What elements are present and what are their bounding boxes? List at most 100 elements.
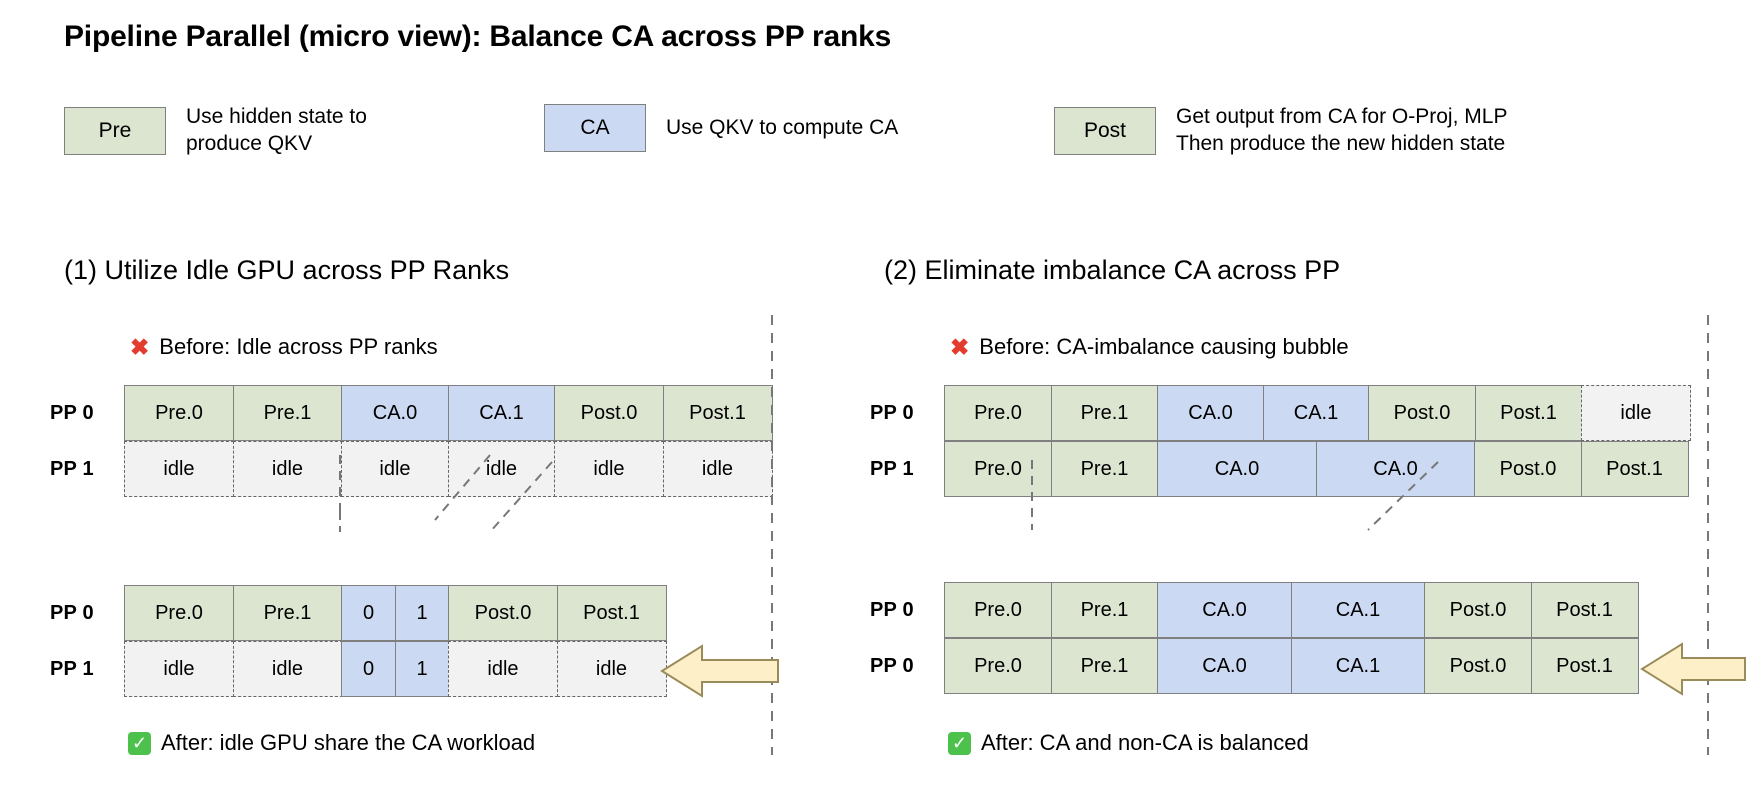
- arrow-icon: [1640, 642, 1746, 696]
- legend-desc-ca: Use QKV to compute CA: [666, 115, 899, 139]
- timeline-cell[interactable]: 0: [341, 641, 396, 697]
- timeline-cell[interactable]: Pre.1: [1050, 385, 1159, 441]
- timeline-cell[interactable]: idle: [554, 441, 664, 497]
- timeline-cells: Pre.0 Pre.1 CA.0 CA.1 Post.0 Post.1: [944, 638, 1639, 694]
- panel-2-after-timeline: PP 0 Pre.0 Pre.1 CA.0 CA.1 Post.0 Post.1…: [870, 582, 1639, 694]
- timeline-cell[interactable]: idle: [232, 641, 343, 697]
- timeline-cell[interactable]: Post.0: [1424, 638, 1532, 694]
- timeline-cell[interactable]: Pre.0: [124, 385, 234, 441]
- panel-1-before-timeline: PP 0 Pre.0 Pre.1 CA.0 CA.1 Post.0 Post.1…: [50, 385, 773, 497]
- timeline-cell[interactable]: idle: [448, 641, 558, 697]
- check-icon: ✓: [948, 731, 971, 755]
- timeline-row: PP 1 idle idle 0 1 idle idle: [50, 641, 667, 697]
- panel-1-guides: [339, 454, 491, 521]
- panel-1-emphasis-arrow: [660, 644, 779, 698]
- panel-2-emphasis-arrow: [1640, 642, 1746, 696]
- rank-label: PP 0: [870, 401, 914, 424]
- caption-text: After: CA and non-CA is balanced: [981, 730, 1309, 755]
- check-icon: ✓: [128, 731, 151, 755]
- rank-label: PP 1: [50, 657, 94, 680]
- timeline-cell[interactable]: CA.0: [1157, 385, 1264, 441]
- rank-label: PP 0: [870, 598, 914, 621]
- panel-1-before-caption: ✖ Before: Idle across PP ranks: [130, 334, 438, 360]
- legend-item-post: Post Get output from CA for O-Proj, MLP …: [1054, 104, 1507, 158]
- legend-item-ca: CA Use QKV to compute CA: [544, 104, 898, 152]
- timeline-cell[interactable]: Post.0: [554, 385, 664, 441]
- timeline-row: PP 0 Pre.0 Pre.1 CA.0 CA.1 Post.0 Post.1…: [870, 385, 1691, 441]
- timeline-cell[interactable]: 1: [394, 641, 450, 697]
- page-title: Pipeline Parallel (micro view): Balance …: [64, 20, 892, 53]
- timeline-cell[interactable]: Post.0: [1424, 582, 1532, 638]
- timeline-cell[interactable]: idle: [341, 441, 449, 497]
- timeline-cells: Pre.0 Pre.1 CA.0 CA.1 Post.0 Post.1: [124, 385, 773, 441]
- panel-2-before-timeline: PP 0 Pre.0 Pre.1 CA.0 CA.1 Post.0 Post.1…: [870, 385, 1691, 497]
- timeline-cells: Pre.0 Pre.1 CA.0 CA.1 Post.0 Post.1: [944, 582, 1639, 638]
- caption-text: Before: CA-imbalance causing bubble: [979, 334, 1349, 359]
- legend-desc-pre: Use hidden state to produce QKV: [186, 105, 367, 155]
- timeline-cells: idle idle 0 1 idle idle: [124, 641, 667, 697]
- panel-1-after-timeline: PP 0 Pre.0 Pre.1 0 1 Post.0 Post.1 PP 1 …: [50, 585, 667, 697]
- timeline-cell[interactable]: Pre.1: [232, 385, 343, 441]
- legend-chip-pre: Pre: [64, 106, 166, 155]
- timeline-cell[interactable]: Post.0: [1368, 385, 1476, 441]
- timeline-cell[interactable]: idle: [662, 441, 773, 497]
- timeline-cell[interactable]: 0: [341, 585, 396, 641]
- timeline-cell[interactable]: Post.1: [556, 585, 667, 641]
- timeline-cell[interactable]: CA.1: [1290, 638, 1426, 694]
- caption-text: After: idle GPU share the CA workload: [161, 730, 536, 755]
- cross-icon: ✖: [950, 333, 970, 360]
- panel-2-after-caption: ✓ After: CA and non-CA is balanced: [948, 730, 1309, 756]
- timeline-cell[interactable]: CA.1: [1262, 385, 1370, 441]
- timeline-cell[interactable]: idle: [124, 641, 234, 697]
- rank-label: PP 0: [870, 654, 914, 677]
- timeline-cells: idle idle idle idle idle idle: [124, 441, 773, 497]
- timeline-cell[interactable]: Pre.0: [944, 441, 1052, 497]
- timeline-cell[interactable]: Post.1: [1530, 638, 1639, 694]
- timeline-cell-idle[interactable]: idle: [1581, 385, 1691, 441]
- timeline-cell[interactable]: Pre.0: [124, 585, 234, 641]
- rank-label: PP 1: [870, 457, 914, 480]
- timeline-cell[interactable]: CA.0: [1157, 582, 1292, 638]
- legend-chip-post: Post: [1054, 106, 1156, 155]
- timeline-cell[interactable]: Post.1: [1580, 441, 1689, 497]
- panel-2-connectors: [1031, 315, 1709, 755]
- timeline-row: PP 0 Pre.0 Pre.1 0 1 Post.0 Post.1: [50, 585, 667, 641]
- arrow-icon: [660, 644, 779, 698]
- panel-1-after-caption: ✓ After: idle GPU share the CA workload: [128, 730, 535, 756]
- timeline-cells: Pre.0 Pre.1 0 1 Post.0 Post.1: [124, 585, 667, 641]
- diagonal-connector-2: [434, 454, 491, 521]
- timeline-cell[interactable]: Pre.1: [1050, 638, 1159, 694]
- legend: Pre Use hidden state to produce QKV CA U…: [64, 104, 1714, 174]
- panel-1-heading: (1) Utilize Idle GPU across PP Ranks: [64, 255, 510, 285]
- rank-label: PP 0: [50, 401, 94, 424]
- rank-label: PP 1: [50, 457, 94, 480]
- timeline-cell[interactable]: Pre.1: [232, 585, 343, 641]
- timeline-cell[interactable]: Post.0: [1474, 441, 1582, 497]
- timeline-row: PP 1 idle idle idle idle idle idle: [50, 441, 773, 497]
- timeline-cell[interactable]: idle: [556, 641, 667, 697]
- timeline-row: PP 0 Pre.0 Pre.1 CA.0 CA.1 Post.0 Post.1: [870, 638, 1639, 694]
- legend-chip-ca: CA: [544, 104, 646, 152]
- timeline-cell[interactable]: CA.1: [447, 385, 556, 441]
- timeline-cell[interactable]: Post.1: [1530, 582, 1639, 638]
- timeline-cell[interactable]: Pre.0: [944, 638, 1052, 694]
- timeline-cell[interactable]: idle: [124, 441, 234, 497]
- timeline-cell[interactable]: 1: [394, 585, 450, 641]
- panel-2-before-caption: ✖ Before: CA-imbalance causing bubble: [950, 334, 1349, 360]
- timeline-cell[interactable]: idle: [232, 441, 343, 497]
- timeline-cell[interactable]: CA.0: [1157, 638, 1292, 694]
- timeline-cell[interactable]: Post.1: [662, 385, 773, 441]
- timeline-row: PP 0 Pre.0 Pre.1 CA.0 CA.1 Post.0 Post.1: [50, 385, 773, 441]
- timeline-cell[interactable]: Post.0: [448, 585, 558, 641]
- timeline-row: PP 1 Pre.0 Pre.1 CA.0 CA.0 Post.0 Post.1: [870, 441, 1690, 497]
- timeline-cell[interactable]: Pre.0: [944, 582, 1052, 638]
- timeline-cell[interactable]: CA.0: [1315, 441, 1476, 497]
- timeline-cell[interactable]: Pre.0: [944, 385, 1052, 441]
- cross-icon: ✖: [130, 333, 150, 360]
- timeline-cell[interactable]: idle: [447, 441, 556, 497]
- legend-desc-post: Get output from CA for O-Proj, MLP Then …: [1176, 105, 1508, 155]
- timeline-cell[interactable]: CA.1: [1290, 582, 1426, 638]
- timeline-cell[interactable]: Post.1: [1474, 385, 1583, 441]
- timeline-cell[interactable]: Pre.1: [1050, 441, 1159, 497]
- caption-text: Before: Idle across PP ranks: [159, 334, 438, 359]
